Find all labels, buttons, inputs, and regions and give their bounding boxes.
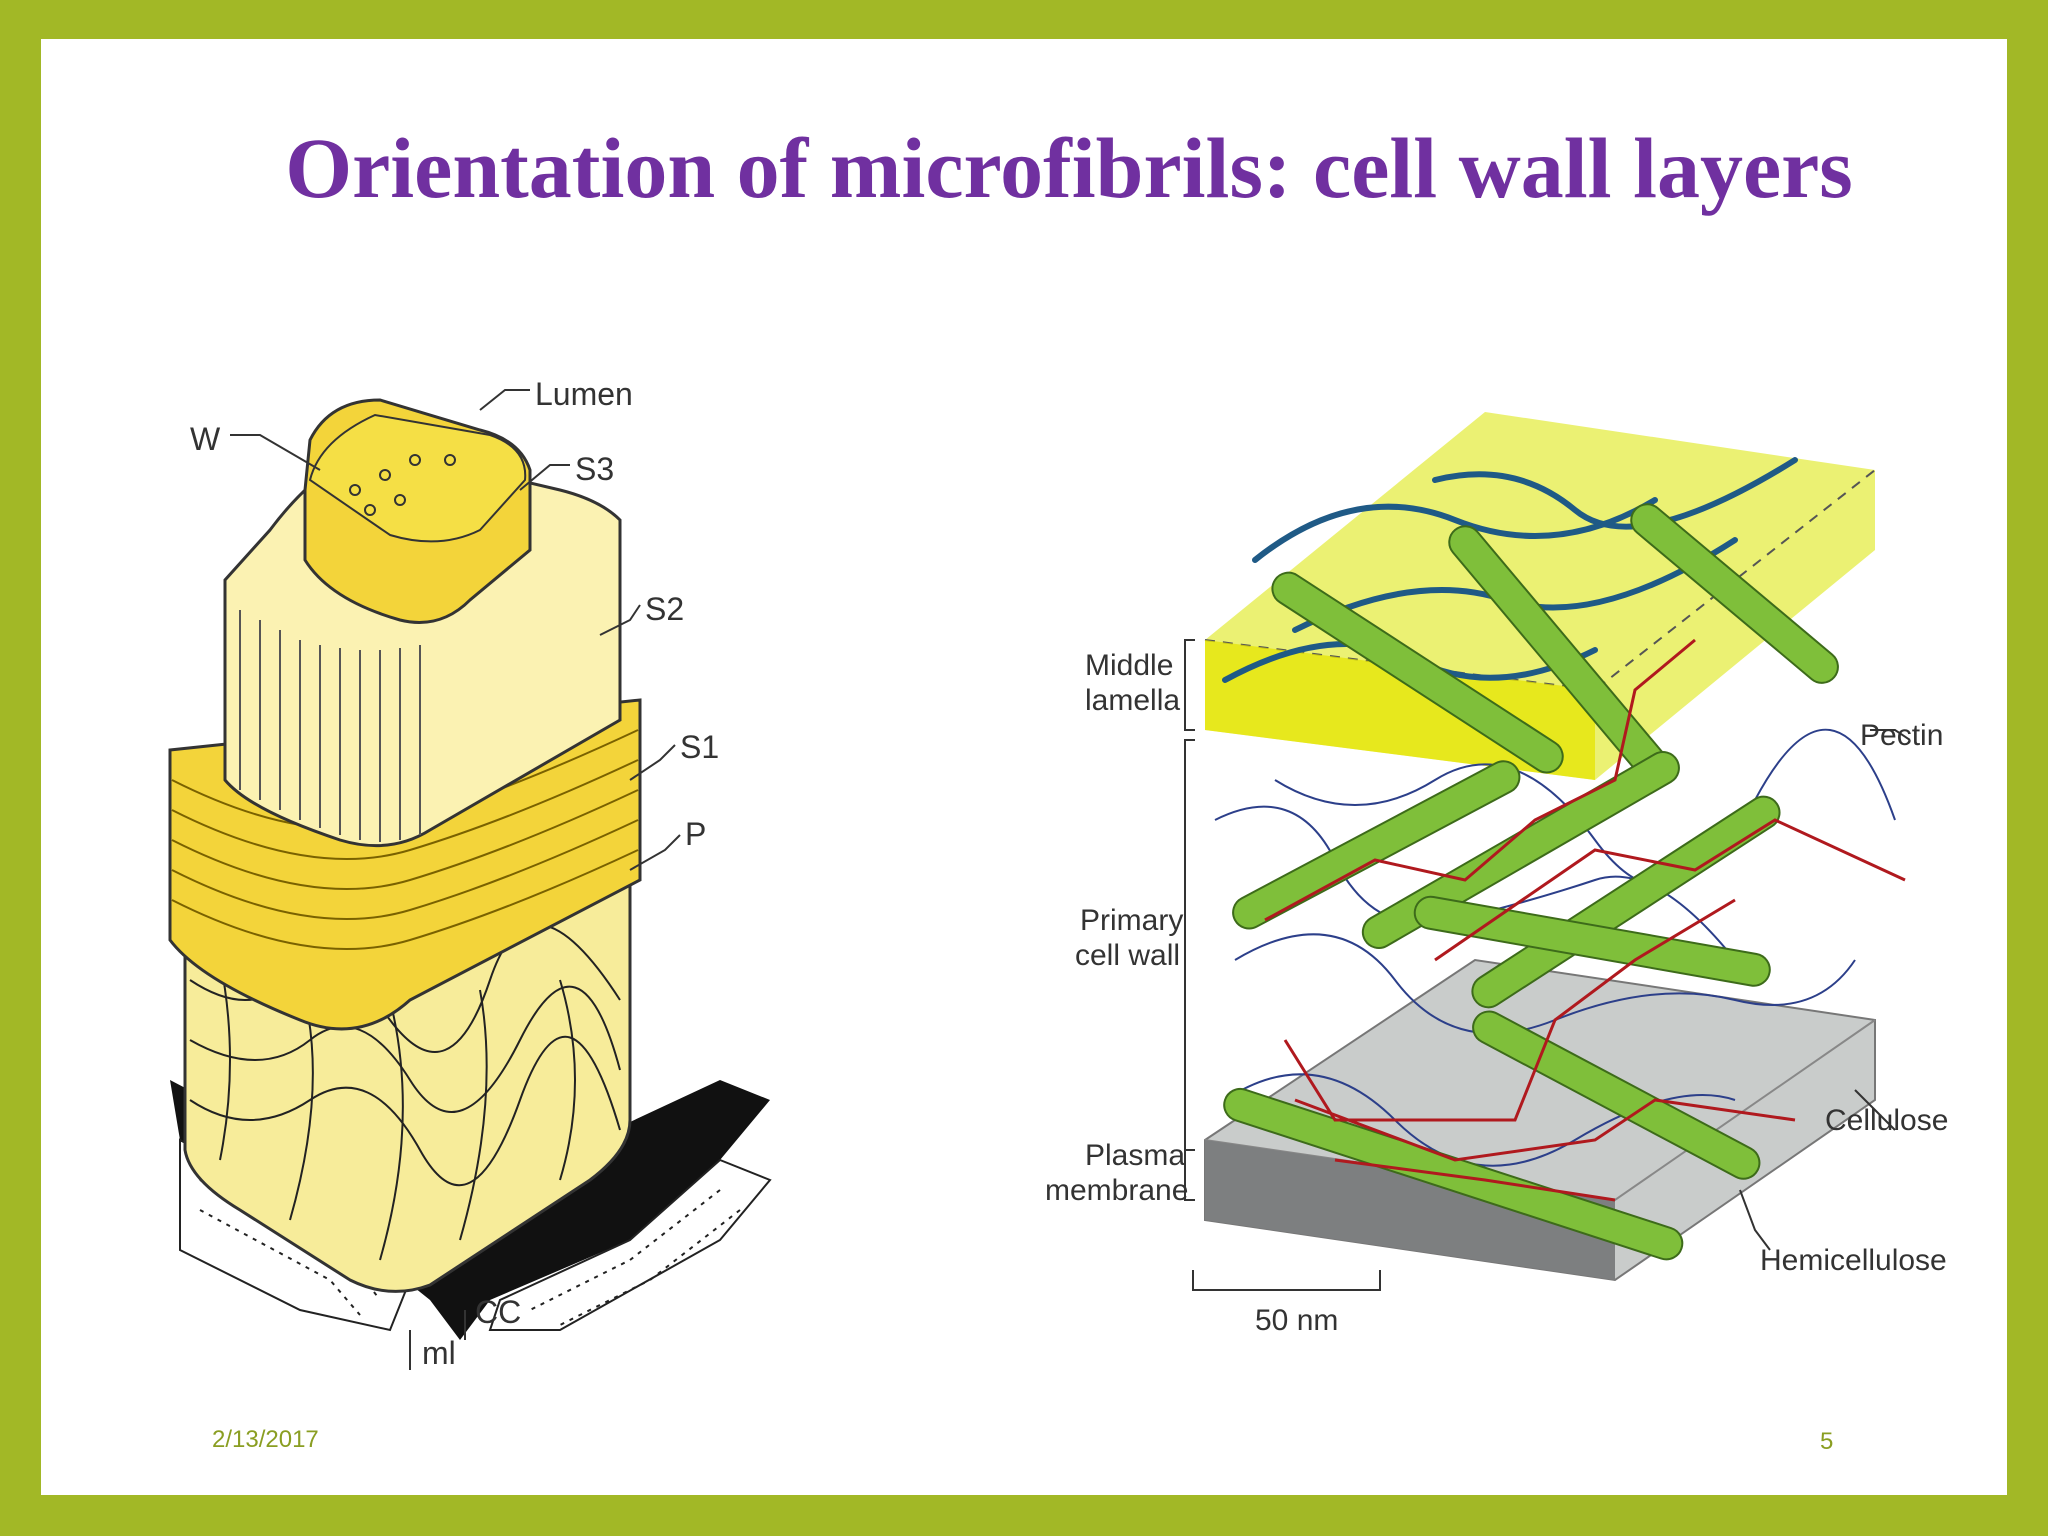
label-w: W xyxy=(190,421,221,457)
label-pectin: Pectin xyxy=(1860,719,1943,752)
slide-page-number: 5 xyxy=(1820,1428,1834,1455)
label-cc: CC xyxy=(475,1294,521,1330)
cellulose-fibrils xyxy=(1223,503,1839,1261)
label-ml: ml xyxy=(422,1335,456,1370)
label-lumen: Lumen xyxy=(535,380,633,412)
slide-title: Orientation of microfibrils: cell wall l… xyxy=(285,120,1853,216)
label-middle-lamella-2: lamella xyxy=(1085,684,1180,717)
label-s1: S1 xyxy=(680,729,719,765)
label-hemicellulose: Hemicellulose xyxy=(1760,1244,1947,1277)
label-plasma-1: Plasma xyxy=(1085,1139,1185,1172)
lumen-top xyxy=(308,413,527,543)
label-primary-wall-1: Primary xyxy=(1080,904,1183,937)
label-s3: S3 xyxy=(575,451,614,487)
cell-wall-layers-diagram: Lumen W S3 S2 S1 P CC ml xyxy=(168,380,772,1370)
slide-date: 2/13/2017 xyxy=(212,1426,319,1453)
label-scale-bar: 50 nm xyxy=(1255,1304,1338,1337)
label-cellulose: Cellulose xyxy=(1825,1104,1948,1137)
primary-cell-wall-model: Middle lamella Primary cell wall Plasma … xyxy=(1045,412,1948,1337)
label-middle-lamella-1: Middle xyxy=(1085,649,1173,682)
label-p: P xyxy=(685,816,706,852)
neighbor-cell-right xyxy=(488,1158,772,1331)
label-s2: S2 xyxy=(645,591,684,627)
label-primary-wall-2: cell wall xyxy=(1075,939,1180,972)
label-plasma-2: membrane xyxy=(1045,1174,1188,1207)
